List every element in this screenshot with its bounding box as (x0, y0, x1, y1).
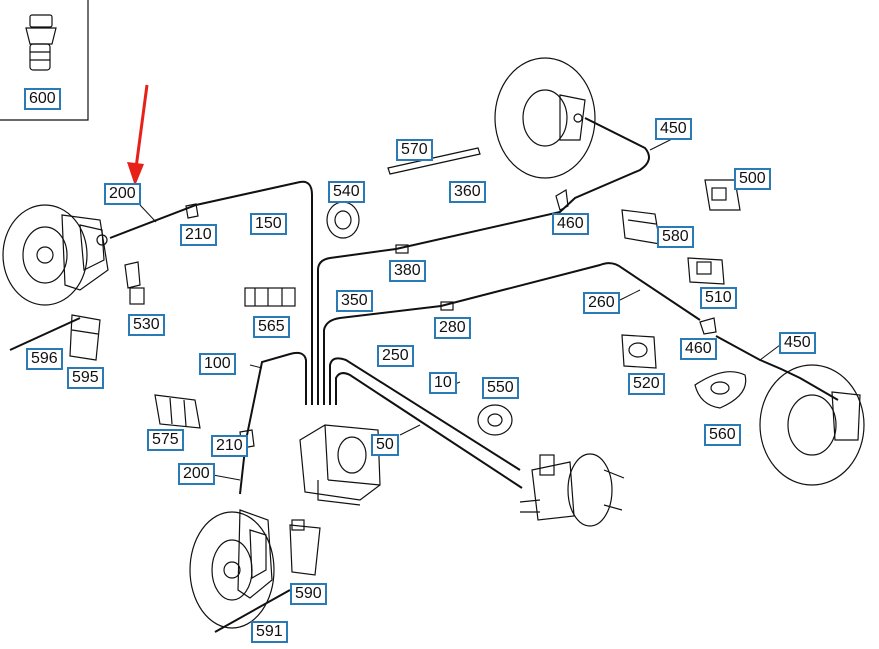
brake-disc-icon (189, 511, 275, 629)
clip-icon (699, 317, 717, 335)
part-label-50[interactable]: 50 (371, 434, 399, 456)
part-label-380[interactable]: 380 (389, 260, 426, 282)
caliper-icon (237, 509, 273, 599)
sensor-icon (124, 261, 145, 305)
part-label-560[interactable]: 560 (704, 424, 741, 446)
part-label-530[interactable]: 530 (128, 314, 165, 336)
caliper-icon (61, 214, 109, 291)
brake-booster-icon (519, 453, 625, 527)
part-label-450-right[interactable]: 450 (779, 332, 816, 354)
brake-lines (9, 117, 839, 633)
sensor-icon (289, 519, 321, 576)
clip-icon (154, 394, 201, 429)
clip-icon (185, 203, 199, 219)
part-label-550[interactable]: 550 (482, 377, 519, 399)
clip-icon (704, 179, 741, 211)
part-label-200[interactable]: 200 (104, 183, 141, 205)
part-label-460-right[interactable]: 460 (680, 338, 717, 360)
clip-icon (244, 287, 296, 307)
part-label-596[interactable]: 596 (26, 348, 63, 370)
part-label-450[interactable]: 450 (655, 118, 692, 140)
part-label-210[interactable]: 210 (180, 224, 217, 246)
part-label-250[interactable]: 250 (377, 345, 414, 367)
part-label-520[interactable]: 520 (628, 373, 665, 395)
grommet-icon (326, 201, 360, 239)
inset-frame (0, 0, 89, 121)
part-label-510[interactable]: 510 (700, 287, 737, 309)
brake-disc-icon (494, 57, 596, 179)
part-label-260[interactable]: 260 (583, 292, 620, 314)
part-label-350[interactable]: 350 (336, 290, 373, 312)
strip-icon (387, 147, 481, 175)
part-label-360[interactable]: 360 (449, 181, 486, 203)
part-label-565[interactable]: 565 (253, 316, 290, 338)
part-label-500[interactable]: 500 (734, 168, 771, 190)
clip-icon (621, 334, 657, 369)
clip-icon (621, 209, 661, 245)
part-label-10[interactable]: 10 (429, 372, 457, 394)
part-label-591[interactable]: 591 (251, 621, 288, 643)
clip-icon (555, 189, 569, 211)
part-label-600[interactable]: 600 (24, 88, 61, 110)
part-label-580[interactable]: 580 (657, 226, 694, 248)
part-label-150[interactable]: 150 (250, 213, 287, 235)
clip-icon (687, 257, 725, 285)
abs-unit-icon (299, 424, 381, 506)
pointer-arrow-icon (127, 84, 149, 186)
part-label-280[interactable]: 280 (434, 317, 471, 339)
sensor-icon (69, 314, 101, 361)
part-label-575[interactable]: 575 (147, 429, 184, 451)
part-label-595[interactable]: 595 (67, 367, 104, 389)
part-label-570[interactable]: 570 (396, 139, 433, 161)
brake-disc-icon (2, 204, 88, 306)
part-label-590[interactable]: 590 (290, 583, 327, 605)
part-label-540[interactable]: 540 (328, 181, 365, 203)
bolt-icon (25, 14, 57, 71)
grommet-icon (477, 404, 513, 436)
brake-disc-icon (759, 364, 865, 486)
part-label-210-lower[interactable]: 210 (211, 435, 248, 457)
grommet-icon (694, 371, 747, 409)
part-label-460[interactable]: 460 (552, 213, 589, 235)
part-label-100[interactable]: 100 (199, 353, 236, 375)
part-label-200-lower[interactable]: 200 (178, 463, 215, 485)
